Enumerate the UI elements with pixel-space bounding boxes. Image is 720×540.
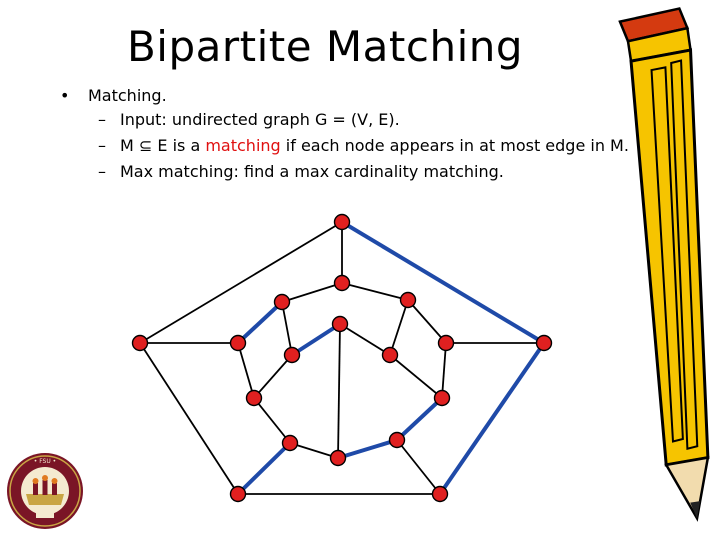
graph-node [388, 431, 406, 449]
seal-torch [33, 483, 38, 495]
graph-node [331, 315, 349, 333]
graph-node [245, 389, 263, 407]
seal-torch [52, 483, 57, 495]
graph-edge [139, 342, 239, 495]
bullet-text: Matching. [88, 86, 167, 105]
sub-item-max-matching: – Max matching: find a max cardinality m… [60, 160, 629, 186]
matching-edge [236, 441, 292, 496]
graph-node [437, 334, 455, 352]
seal-lettering: • FSU • [34, 458, 56, 465]
graph-node [333, 274, 351, 292]
sub-text-part: M [120, 136, 139, 155]
graph-edge [337, 323, 341, 459]
graph-node [399, 291, 417, 309]
edges-layer [139, 220, 546, 496]
graph-node [229, 485, 247, 503]
graph-edge [389, 354, 443, 399]
sub-text-part: E is a [152, 136, 206, 155]
matching-edge [438, 341, 546, 496]
graph-edge [237, 342, 255, 399]
graph-edge [253, 397, 291, 444]
graph-edge [396, 439, 441, 495]
sub-dash: – [98, 110, 106, 129]
graph-node [333, 213, 351, 231]
graph-node [273, 293, 291, 311]
seal-flame [42, 475, 48, 481]
graph-edge [339, 323, 391, 356]
pencil-icon [618, 7, 710, 522]
graph-node [283, 346, 301, 364]
graph-node [131, 334, 149, 352]
graph-node [381, 346, 399, 364]
seal-torches [26, 494, 64, 505]
sub-dash: – [98, 136, 106, 155]
graph-edge [341, 282, 409, 301]
sub-item-input: – Input: undirected graph G = (V, E). [60, 108, 629, 134]
bullet-list: • Matching. – Input: undirected graph G … [60, 84, 629, 186]
graph-node [535, 334, 553, 352]
graph-edge [139, 221, 343, 344]
matching-edge [337, 438, 398, 460]
matching-edge [290, 322, 342, 357]
matching-edge [236, 300, 284, 345]
seal-flame [32, 478, 39, 484]
pencil-wood-tip [664, 456, 710, 522]
slide-title: Bipartite Matching [126, 22, 524, 71]
sub-text: Max matching: find a max cardinality mat… [120, 162, 504, 181]
seal-flame [51, 478, 58, 484]
pencil-lead [690, 501, 701, 519]
subset-symbol: ⊆ [138, 136, 153, 155]
graph-node [229, 334, 247, 352]
pencil-stripe [670, 59, 699, 450]
graph-edge [281, 282, 343, 303]
pencil-stripe [650, 66, 684, 443]
graph-node [281, 434, 299, 452]
nodes-layer [131, 213, 553, 503]
florida-state-university-seal: • FSU • [7, 453, 83, 529]
matching-term: matching [205, 136, 281, 155]
graph-edge [441, 342, 447, 399]
graph-node [329, 449, 347, 467]
graph-edge [389, 299, 409, 356]
sub-text: Input: undirected graph G = (V, E). [120, 110, 400, 129]
bullet-item: • Matching. [60, 84, 629, 108]
sub-dash: – [98, 162, 106, 181]
matching-edge [340, 220, 546, 345]
sub-text-part: if each node appears in at most edge in … [280, 136, 629, 155]
sub-item-matching-def: – M ⊆ E is a matching if each node appea… [60, 134, 629, 160]
graph-edge [289, 442, 339, 459]
seal-gold-ring [9, 455, 81, 527]
seal-year-box [36, 510, 54, 518]
graph-node [433, 389, 451, 407]
bullet-marker: • [60, 86, 70, 105]
graph-node [431, 485, 449, 503]
matching-edge [395, 396, 444, 442]
seal-torch [42, 480, 48, 495]
graph-edge [253, 354, 293, 399]
graph-edge [281, 301, 293, 356]
graph-edge [407, 299, 447, 344]
